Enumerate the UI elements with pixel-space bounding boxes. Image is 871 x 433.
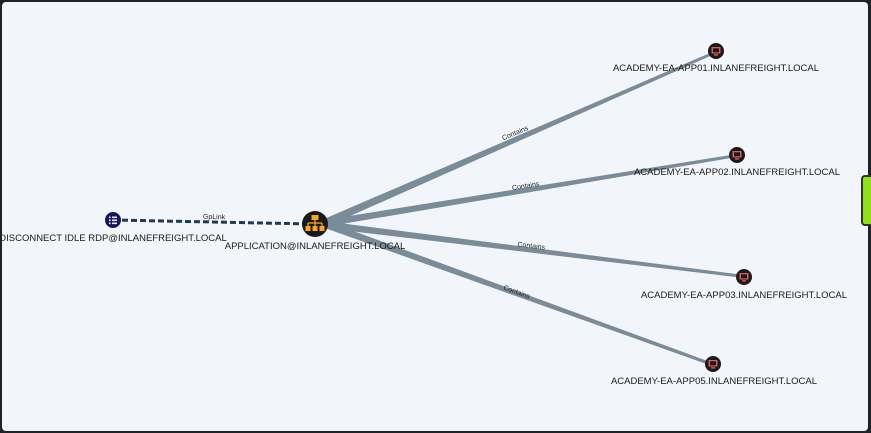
edge-ou-app05[interactable] (322, 221, 713, 366)
computer-icon (708, 360, 718, 369)
edge-label-contains-app05: Contains (502, 285, 531, 301)
sitemap-icon (305, 215, 325, 231)
drawer-handle[interactable] (861, 175, 871, 226)
node-label-gpo: DISCONNECT IDLE RDP@INLANEFREIGHT.LOCAL (2, 233, 227, 244)
edge-ou-app02[interactable] (324, 154, 737, 226)
node-app05[interactable]: ACADEMY-EA-APP05.INLANEFREIGHT.LOCAL (611, 356, 817, 387)
edge-gpo-ou[interactable] (112, 218, 313, 226)
node-label-app03: ACADEMY-EA-APP03.INLANEFREIGHT.LOCAL (641, 290, 847, 301)
computer-icon (732, 151, 742, 160)
edge-ou-app03[interactable] (324, 221, 744, 278)
list-icon (109, 216, 117, 225)
node-gpo[interactable]: DISCONNECT IDLE RDP@INLANEFREIGHT.LOCAL (2, 212, 227, 244)
node-ou[interactable]: APPLICATION@INLANEFREIGHT.LOCAL (225, 211, 406, 252)
computer-icon (739, 273, 749, 282)
edge-label-contains-app03: Contains (517, 241, 546, 251)
node-label-app02: ACADEMY-EA-APP02.INLANEFREIGHT.LOCAL (634, 167, 840, 178)
node-app01[interactable]: ACADEMY-EA-APP01.INLANEFREIGHT.LOCAL (613, 43, 819, 74)
edge-label-contains-app02: Contains (512, 181, 541, 192)
node-label-app01: ACADEMY-EA-APP01.INLANEFREIGHT.LOCAL (613, 63, 819, 74)
node-label-app05: ACADEMY-EA-APP05.INLANEFREIGHT.LOCAL (611, 376, 817, 387)
edge-label-gplink: GpLink (203, 214, 226, 221)
edges-layer (112, 50, 744, 366)
node-app02[interactable]: ACADEMY-EA-APP02.INLANEFREIGHT.LOCAL (634, 147, 840, 178)
computer-icon (711, 47, 721, 56)
node-app03[interactable]: ACADEMY-EA-APP03.INLANEFREIGHT.LOCAL (641, 269, 847, 301)
node-label-ou: APPLICATION@INLANEFREIGHT.LOCAL (225, 241, 406, 252)
edge-ou-app01[interactable] (324, 50, 717, 225)
